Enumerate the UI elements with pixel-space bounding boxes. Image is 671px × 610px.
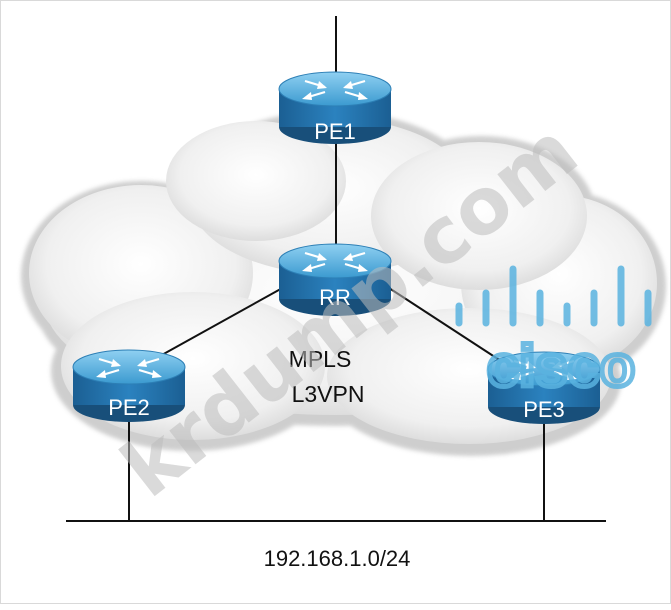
mpls-cloud	[21, 111, 666, 456]
subnet-label: 192.168.1.0/24	[264, 546, 411, 571]
router-pe3: PE3	[486, 350, 602, 426]
router-rr: RR	[277, 242, 393, 318]
router-label-pe1: PE1	[314, 119, 356, 144]
cisco-logo-text: cisco	[487, 334, 635, 399]
router-label-pe3: PE3	[523, 397, 565, 422]
router-label-pe2: PE2	[108, 395, 150, 420]
cloud-label-line2: L3VPN	[292, 381, 365, 407]
router-label-rr: RR	[319, 285, 351, 310]
cisco-logo-watermark: cisco	[455, 265, 652, 402]
network-links	[66, 16, 606, 522]
router-pe1: PE1	[277, 70, 393, 146]
cloud-label-line1: MPLS	[289, 346, 352, 372]
router-pe2: PE2	[71, 348, 187, 424]
link-rr-pe3	[385, 285, 502, 362]
link-rr-pe2	[150, 285, 287, 362]
